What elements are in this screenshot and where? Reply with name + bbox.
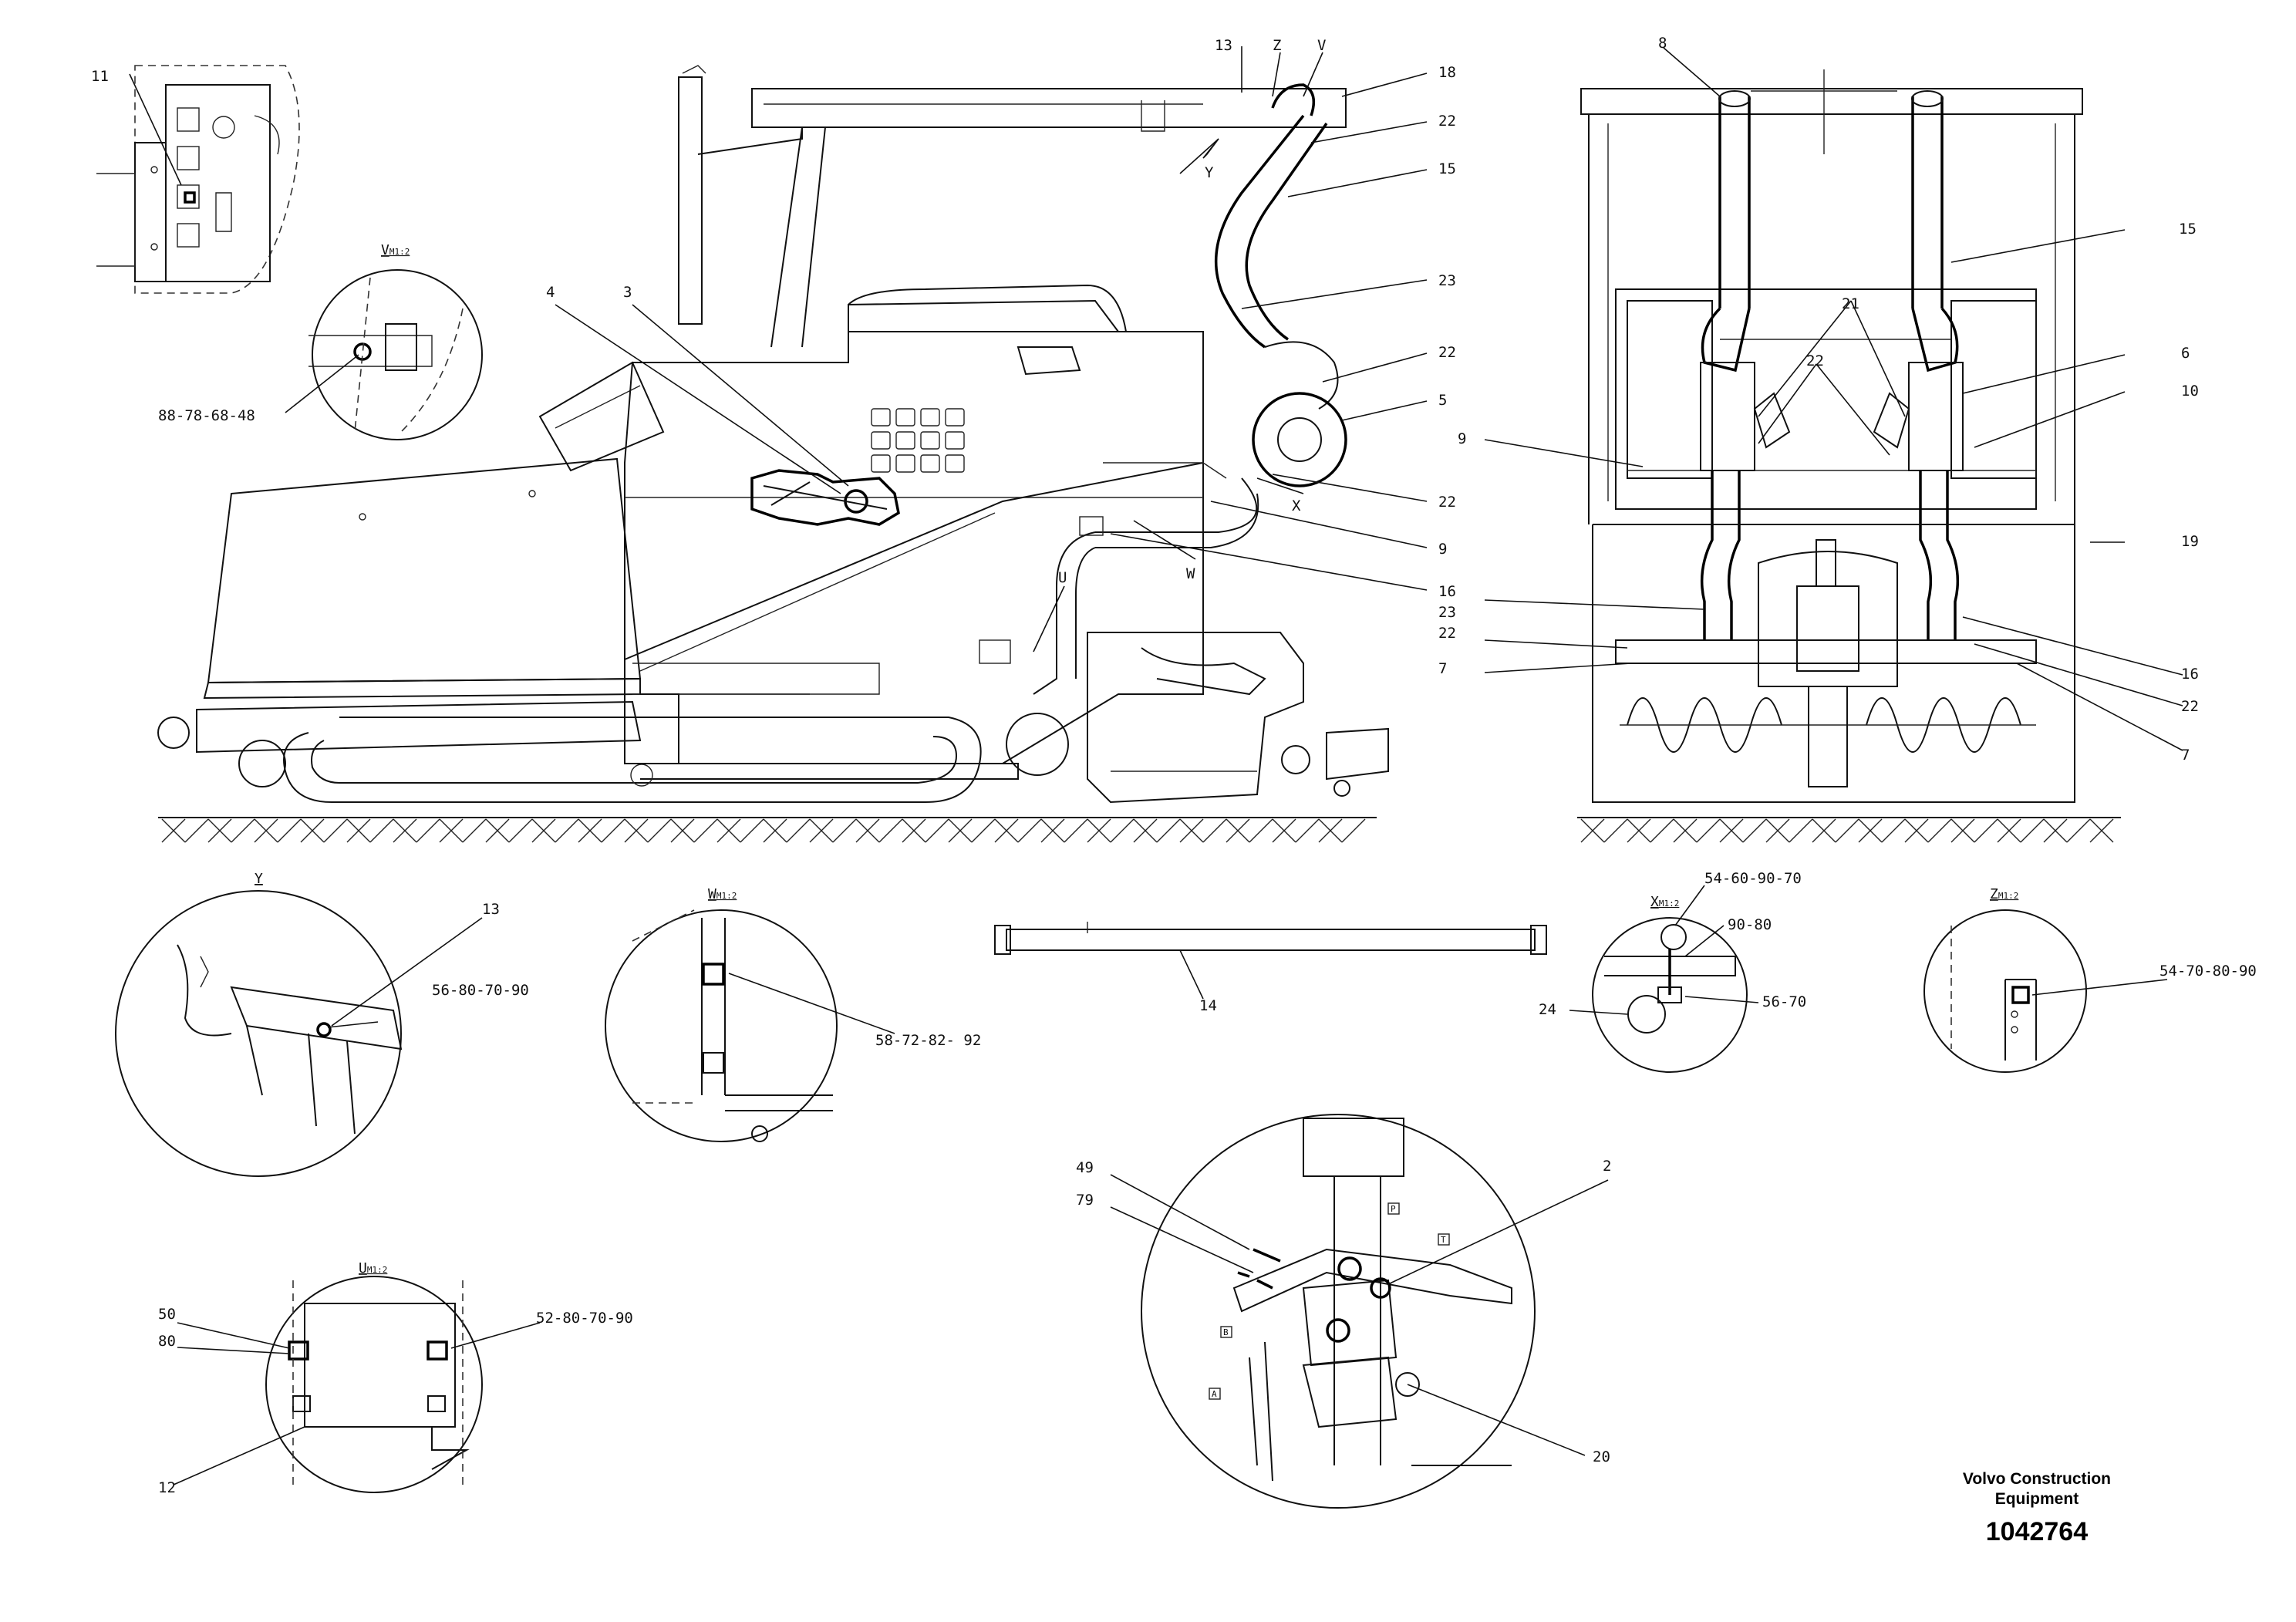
port-T: T — [1441, 1235, 1446, 1245]
side-view: 11 13 Z V 18 22 Y 15 4 3 23 22 5 X 22 9 … — [91, 37, 1456, 843]
callout-16: 16 — [2181, 666, 2199, 683]
detail-U-title: UM1:2 — [359, 1260, 387, 1276]
callout-2: 2 — [1603, 1158, 1611, 1175]
callout-22: 22 — [1438, 494, 1456, 511]
callout-6: 6 — [2181, 345, 2190, 362]
company-name: Volvo Construction — [1962, 1470, 2111, 1488]
detail-V: VM1:2 88-78-68-48 — [158, 242, 483, 440]
detail-11 — [96, 65, 300, 294]
rear-view: 8 15 21 22 6 10 9 19 16 22 7 — [1458, 35, 2199, 843]
callout-12: 12 — [158, 1479, 176, 1496]
part-number: 1042764 — [1985, 1517, 2089, 1546]
callout-21: 21 — [1842, 295, 1859, 312]
detail-U: UM1:2 50 80 52-80-70-90 12 — [158, 1260, 633, 1496]
detail-valve: P T B A 49 79 2 20 — [1076, 1114, 1611, 1509]
callout-V: V — [1317, 37, 1326, 54]
callout-22: 22 — [1438, 344, 1456, 361]
callout-U: U — [1058, 569, 1067, 586]
callout-9: 9 — [1438, 541, 1447, 558]
detail-W: WM1:2 58-72-82- 92 — [605, 886, 981, 1142]
ground-hatch-side — [158, 817, 1377, 843]
detail-Y-title: Y — [255, 871, 263, 887]
port-A: A — [1212, 1389, 1217, 1399]
callout-79: 79 — [1076, 1192, 1094, 1209]
fastener-x-low: 56-70 — [1762, 993, 1806, 1010]
callout-22: 22 — [2181, 698, 2199, 715]
fastener-x-mid: 90-80 — [1728, 916, 1772, 933]
callout-23: 23 — [1438, 272, 1456, 289]
callout-5: 5 — [1438, 392, 1447, 409]
detail-X: XM1:2 54-60-90-70 90-80 56-70 24 — [1539, 870, 1806, 1073]
port-B: B — [1223, 1327, 1229, 1337]
fastener-y: 56-80-70-90 — [432, 982, 529, 999]
callout-20: 20 — [1593, 1448, 1610, 1465]
callout-9: 9 — [1458, 430, 1466, 447]
callout-10: 10 — [2181, 383, 2199, 400]
detail-Z-title: ZM1:2 — [1990, 886, 2018, 902]
callout-8: 8 — [1658, 35, 1667, 52]
ground-hatch-rear — [1577, 817, 2121, 843]
callout-Y: Y — [1205, 164, 1214, 181]
callout-W: W — [1186, 565, 1195, 582]
callout-13: 13 — [1215, 37, 1232, 54]
callout-24: 24 — [1539, 1001, 1556, 1018]
callout-22: 22 — [1806, 352, 1824, 369]
callout-4: 4 — [546, 284, 555, 301]
callout-23: 23 — [1438, 604, 1456, 621]
callout-7: 7 — [1438, 660, 1447, 677]
callout-7: 7 — [2181, 747, 2190, 764]
fastener-w: 58-72-82- 92 — [875, 1032, 981, 1049]
callout-X: X — [1292, 497, 1301, 514]
callout-18: 18 — [1438, 64, 1456, 81]
detail-W-title: WM1:2 — [708, 886, 737, 902]
part-14: 14 — [994, 922, 1547, 1014]
callout-22: 22 — [1438, 625, 1456, 642]
detail-Z: ZM1:2 54-70-80-90 — [1923, 886, 2257, 1073]
callout-11: 11 — [91, 68, 109, 85]
callout-13: 13 — [482, 901, 500, 918]
title-block: Volvo Construction Equipment 1042764 — [1963, 1469, 2111, 1547]
fastener-z: 54-70-80-90 — [2159, 963, 2257, 980]
callout-3: 3 — [623, 284, 632, 301]
fastener-x-top: 54-60-90-70 — [1704, 870, 1802, 887]
callout-80: 80 — [158, 1333, 176, 1350]
callout-Z: Z — [1273, 37, 1281, 54]
fastener-u: 52-80-70-90 — [536, 1310, 633, 1327]
callout-15: 15 — [2179, 221, 2197, 238]
callout-15: 15 — [1438, 160, 1456, 177]
fastener-v: 88-78-68-48 — [158, 407, 255, 424]
callout-19: 19 — [2181, 533, 2199, 550]
detail-Y: Y 13 56-80-70-90 — [115, 871, 529, 1177]
callout-22: 22 — [1438, 113, 1456, 130]
detail-V-title: VM1:2 — [381, 242, 410, 258]
port-P: P — [1391, 1204, 1396, 1214]
callout-49: 49 — [1076, 1159, 1094, 1176]
control-panel — [871, 408, 965, 473]
augers — [1620, 686, 2036, 787]
callout-50: 50 — [158, 1306, 176, 1323]
callout-16: 16 — [1438, 583, 1456, 600]
company-name-line2: Equipment — [1994, 1490, 2079, 1508]
callout-14: 14 — [1199, 997, 1217, 1014]
detail-X-title: XM1:2 — [1650, 894, 1679, 910]
